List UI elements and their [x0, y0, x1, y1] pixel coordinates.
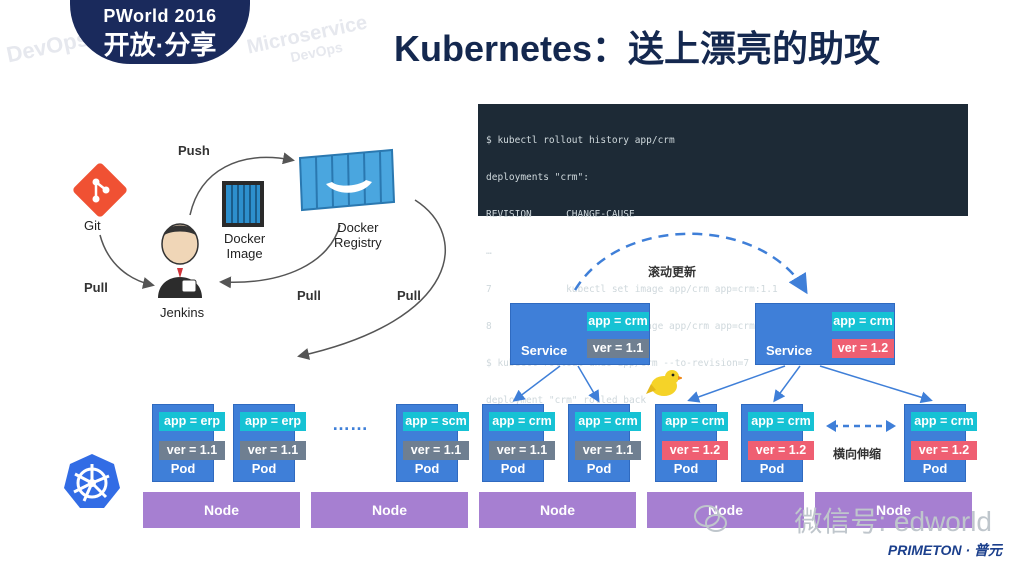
pod-box[interactable]: app = crm ver = 1.1 Pod — [482, 404, 555, 482]
pod-ver-tag: ver = 1.1 — [240, 441, 306, 460]
svc2-to-pod-arrow — [819, 365, 933, 404]
jenkins-logo-icon — [158, 223, 202, 298]
event-slogan: 开放·分享 — [103, 30, 217, 60]
pull-label-mid: Pull — [297, 288, 321, 303]
wechat-watermark: 微信号: edworld — [794, 506, 992, 537]
pod-app-tag: app = erp — [159, 412, 225, 431]
service-name: Service — [766, 343, 813, 358]
wechat-icon — [694, 505, 727, 532]
pod-ver-tag: ver = 1.2 — [748, 441, 814, 460]
svc2-to-pod-arrow — [687, 365, 786, 403]
rolling-update-label: 滚动更新 — [648, 265, 697, 279]
node-bar[interactable]: Node — [311, 492, 468, 528]
bird-icon — [646, 370, 682, 396]
pod-app-tag: app = erp — [240, 412, 306, 431]
pod-box[interactable]: app = crm ver = 1.1 Pod — [568, 404, 641, 482]
node-bar[interactable]: Node — [143, 492, 300, 528]
pod-box[interactable]: app = scm ver = 1.1 Pod — [396, 404, 469, 482]
pod-box[interactable]: app = crm ver = 1.2 Pod — [904, 404, 977, 482]
kubernetes-logo-icon — [64, 454, 120, 508]
pod-box[interactable]: app = erp ver = 1.1 Pod — [152, 404, 225, 482]
pod-app-tag: app = crm — [748, 412, 814, 431]
docker-registry-icon — [298, 148, 396, 212]
service-ver-tag: ver = 1.2 — [832, 339, 894, 358]
docker-image-label: Docker Image — [224, 231, 266, 261]
service-box-new[interactable]: app = crm ver = 1.2 Service — [755, 303, 895, 365]
pod-box[interactable]: app = erp ver = 1.1 Pod — [233, 404, 306, 482]
event-badge: PWorld 2016 开放·分享 — [70, 0, 250, 64]
svc1-to-pod-arrow — [577, 365, 600, 403]
docker-image-icon — [222, 181, 264, 227]
svc2-to-pod-arrow — [773, 365, 801, 403]
scale-arrow-head-right — [886, 420, 896, 432]
jenkins-label: Jenkins — [160, 305, 205, 320]
service-app-tag: app = crm — [587, 312, 649, 331]
pod-name: Pod — [500, 461, 526, 476]
terminal-line: $ kubectl rollout history app/crm — [486, 134, 675, 146]
pull-arrow-registry — [219, 224, 341, 289]
svc1-to-pod-arrow — [512, 365, 561, 402]
pod-name: Pod — [170, 461, 196, 476]
pull-label-left: Pull — [84, 280, 108, 295]
pod-box[interactable]: app = crm ver = 1.2 Pod — [741, 404, 814, 482]
pod-name: Pod — [586, 461, 612, 476]
pod-ver-tag: ver = 1.1 — [575, 441, 641, 460]
docker-registry-label: Docker Registry — [334, 220, 382, 250]
pod-name: Pod — [414, 461, 440, 476]
service-box-old[interactable]: app = crm ver = 1.1 Service — [510, 303, 650, 365]
pod-name: Pod — [673, 461, 699, 476]
service-name: Service — [521, 343, 568, 358]
primeton-brand: PRIMETON · 普元 — [887, 542, 1002, 558]
pod-app-tag: app = crm — [575, 412, 641, 431]
node-bar[interactable]: Node — [815, 492, 972, 528]
terminal-line: … — [486, 246, 492, 258]
terminal-panel: $ kubectl rollout history app/crm deploy… — [478, 104, 968, 406]
pull-label-right: Pull — [397, 288, 421, 303]
push-label: Push — [178, 143, 210, 158]
pod-ellipsis: …… — [332, 414, 368, 434]
node-bar[interactable]: Node — [479, 492, 636, 528]
pod-name: Pod — [251, 461, 277, 476]
rolling-update-arrow — [573, 232, 808, 295]
pod-name: Pod — [759, 461, 785, 476]
service-app-tag: app = crm — [832, 312, 894, 331]
pod-box[interactable]: app = crm ver = 1.2 Pod — [655, 404, 728, 482]
pod-ver-tag: ver = 1.1 — [403, 441, 469, 460]
service-ver-tag: ver = 1.1 — [587, 339, 649, 358]
push-arrow — [189, 152, 295, 216]
pod-app-tag: app = crm — [911, 412, 977, 431]
slide-title: Kubernetes：送上漂亮的助攻 — [394, 28, 881, 69]
terminal-line: deployments "crm": — [486, 172, 589, 184]
git-label: Git — [84, 218, 101, 233]
pod-app-tag: app = scm — [403, 412, 469, 431]
pod-ver-tag: ver = 1.1 — [489, 441, 555, 460]
terminal-line: 7 kubectl set image app/crm app=crm:1.1 — [486, 283, 778, 295]
pod-ver-tag: ver = 1.1 — [159, 441, 225, 460]
scale-arrow-head-left — [826, 420, 836, 432]
pull-arrow-cluster — [297, 199, 446, 360]
scale-label: 横向伸缩 — [833, 447, 882, 461]
git-logo-icon — [73, 163, 127, 217]
terminal-line: REVISION CHANGE-CAUSE — [486, 209, 635, 221]
pod-name: Pod — [922, 461, 948, 476]
pod-ver-tag: ver = 1.2 — [911, 441, 977, 460]
pull-arrow-git — [99, 234, 155, 289]
event-name: PWorld 2016 — [103, 6, 217, 26]
pod-app-tag: app = crm — [662, 412, 728, 431]
pod-ver-tag: ver = 1.2 — [662, 441, 728, 460]
pod-app-tag: app = crm — [489, 412, 555, 431]
